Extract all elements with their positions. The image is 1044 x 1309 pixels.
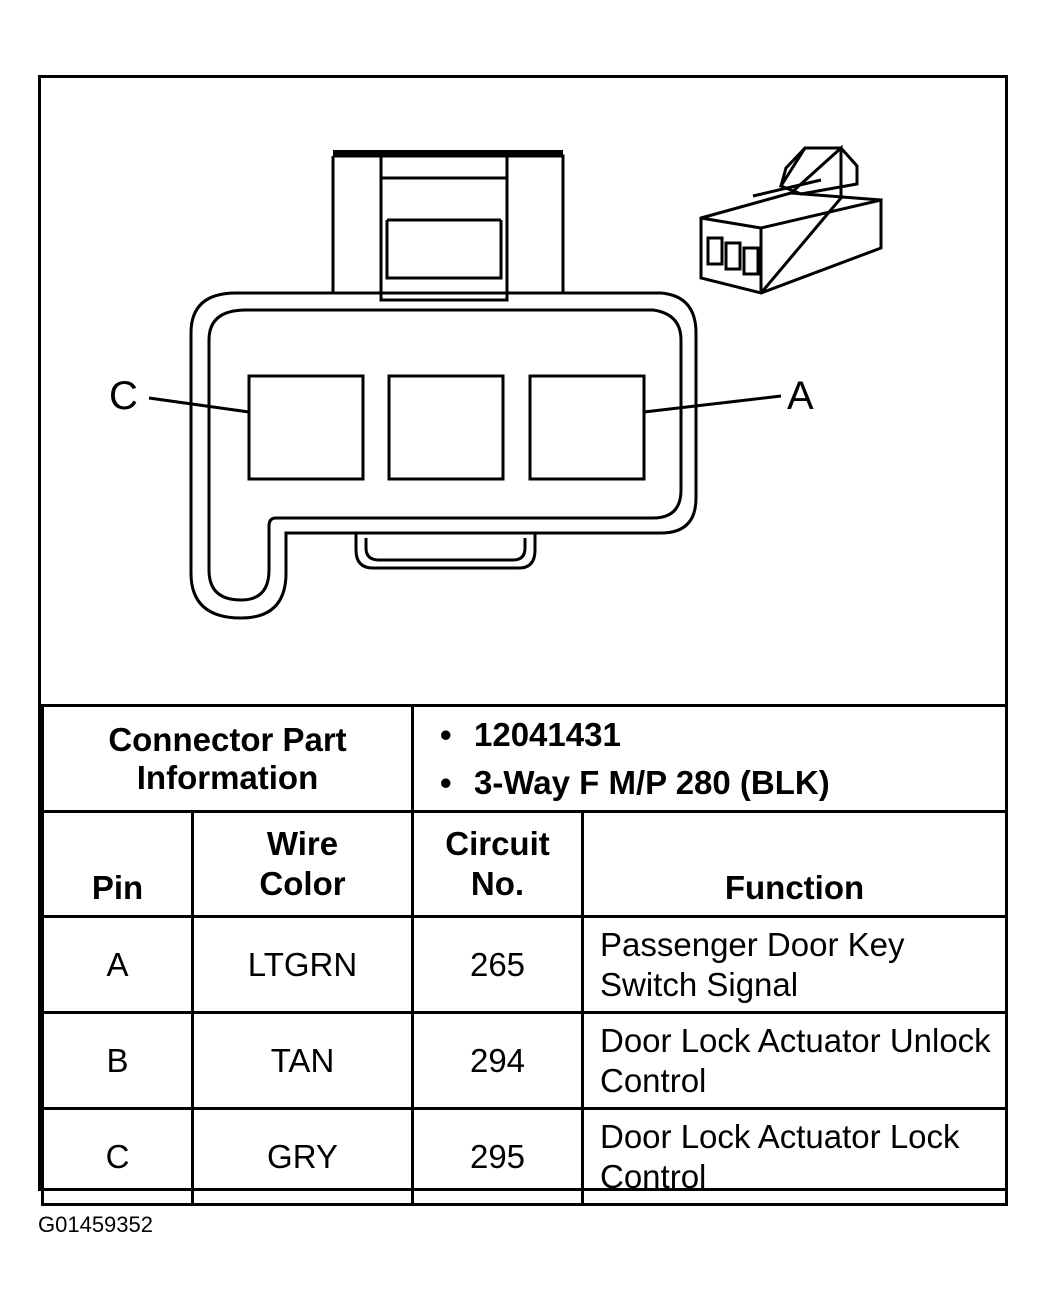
wire-color-cell: TAN: [191, 1011, 414, 1110]
part-number: 12041431: [440, 711, 1005, 759]
wire-color-cell: LTGRN: [191, 915, 414, 1014]
terminal-cavities: [247, 374, 646, 481]
header-row: Pin Wire Color Circuit No. Function: [41, 810, 1009, 918]
pin-cell: A: [41, 915, 194, 1014]
connector-diagram: C A: [41, 78, 1005, 704]
connector-isometric-icon: [699, 144, 883, 295]
table-row: C GRY 295 Door Lock Actuator Lock Contro…: [41, 1107, 1009, 1206]
header-function: Function: [580, 810, 1009, 918]
wire-color-cell: GRY: [191, 1107, 414, 1206]
part-info-row: Connector Part Information 12041431 3-Wa…: [41, 704, 1009, 813]
function-cell: Passenger Door Key Switch Signal: [580, 915, 1009, 1014]
diagram-frame: C A Connector Part Information 12041431 …: [38, 75, 1009, 1206]
connector-latch: [331, 150, 565, 302]
cavity-a: [528, 374, 646, 481]
table-row: B TAN 294 Door Lock Actuator Unlock Cont…: [41, 1011, 1009, 1110]
table-row: A LTGRN 265 Passenger Door Key Switch Si…: [41, 915, 1009, 1014]
connector-info-table: Connector Part Information 12041431 3-Wa…: [41, 704, 1009, 1206]
function-cell: Door Lock Actuator Unlock Control: [580, 1011, 1009, 1110]
cavity-c: [247, 374, 365, 481]
part-info-values: 12041431 3-Way F M/P 280 (BLK): [410, 704, 1009, 813]
part-info-label: Connector Part Information: [41, 704, 414, 813]
connector-body: [189, 291, 698, 620]
circuit-cell: 295: [411, 1107, 584, 1206]
header-wire-color: Wire Color: [191, 810, 414, 918]
circuit-cell: 265: [411, 915, 584, 1014]
figure-code: G01459352: [38, 1212, 153, 1237]
circuit-cell: 294: [411, 1011, 584, 1110]
leader-line-c: [148, 396, 250, 414]
pin-label-c: C: [109, 374, 138, 418]
header-pin: Pin: [41, 810, 194, 918]
pin-cell: B: [41, 1011, 194, 1110]
header-circuit-no: Circuit No.: [411, 810, 584, 918]
pin-cell: C: [41, 1107, 194, 1206]
pin-label-a: A: [787, 374, 814, 418]
connector-description: 3-Way F M/P 280 (BLK): [440, 759, 1005, 807]
function-cell: Door Lock Actuator Lock Control: [580, 1107, 1009, 1206]
cavity-b: [387, 374, 505, 481]
connector-face-drawing: [148, 144, 883, 620]
leader-line-a: [643, 394, 782, 414]
